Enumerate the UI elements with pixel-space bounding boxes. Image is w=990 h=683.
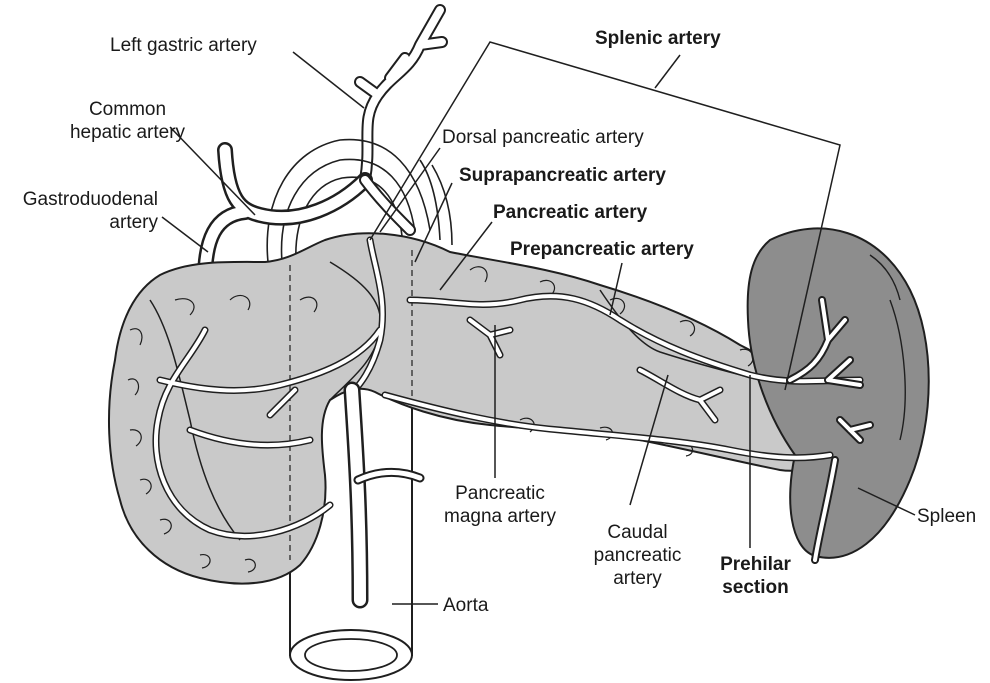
label-pancreatic-magna-artery: Pancreatic magna artery xyxy=(430,482,570,528)
left-gastric-artery xyxy=(354,4,448,186)
label-splenic-artery: Splenic artery xyxy=(595,28,721,49)
splenic-artery-vessel xyxy=(359,174,416,236)
label-caudal-line1: Caudal xyxy=(607,522,668,543)
label-gastroduodenal-artery: Gastroduodenal artery xyxy=(0,188,158,234)
pancreas xyxy=(107,232,837,585)
aortic-branch xyxy=(343,381,425,609)
label-prehilar-section: Prehilar section xyxy=(703,553,808,599)
label-suprapancreatic-artery: Suprapancreatic artery xyxy=(459,165,666,186)
label-caudal-line2: pancreatic xyxy=(593,545,682,566)
label-prepancreatic-artery: Prepancreatic artery xyxy=(510,239,694,260)
label-gastroduodenal-line1: Gastroduodenal xyxy=(22,189,158,210)
label-prehilar-line1: Prehilar xyxy=(720,554,791,575)
splenic-hilar-branches xyxy=(786,296,874,564)
label-prehilar-line2: section xyxy=(722,577,789,598)
label-common-hepatic-line2: hepatic artery xyxy=(69,122,186,143)
label-gastroduodenal-line2: artery xyxy=(109,212,158,233)
label-common-hepatic-artery: Common hepatic artery xyxy=(55,98,200,144)
pancreatic-arteries xyxy=(152,236,864,540)
common-hepatic-artery xyxy=(197,142,373,338)
label-spleen: Spleen xyxy=(917,506,977,527)
leader-lines xyxy=(161,51,916,605)
splenic-artery-bracket xyxy=(369,41,841,391)
label-left-gastric-artery: Left gastric artery xyxy=(110,35,257,56)
label-common-hepatic-line1: Common xyxy=(88,99,167,120)
label-pancreatic-magna-line1: Pancreatic xyxy=(455,483,545,504)
label-pancreatic-artery: Pancreatic artery xyxy=(493,202,648,223)
label-dorsal-pancreatic-artery: Dorsal pancreatic artery xyxy=(442,127,644,148)
label-aorta: Aorta xyxy=(443,595,489,616)
label-caudal-pancreatic-artery: Caudal pancreatic artery xyxy=(580,521,695,590)
spleen xyxy=(746,227,930,559)
label-caudal-line3: artery xyxy=(613,568,662,589)
label-pancreatic-magna-line2: magna artery xyxy=(444,506,556,527)
